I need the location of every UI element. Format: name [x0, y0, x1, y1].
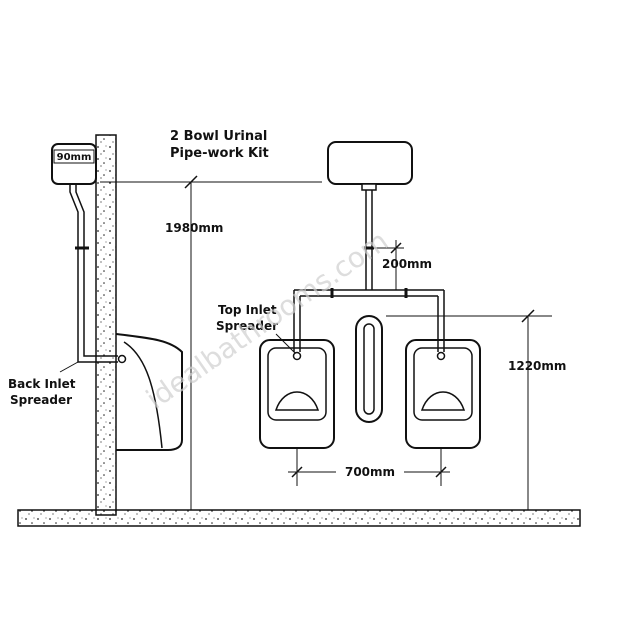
wall: [95, 134, 117, 516]
diagram-title-line1: 2 Bowl Urinal: [170, 129, 267, 144]
bowl-centres-dimension: [288, 448, 450, 486]
top-inlet-label-line2: Spreader: [216, 319, 278, 333]
right-urinal-bowl: [405, 339, 481, 449]
side-urinal-bowl: [115, 333, 183, 451]
top-inlet-leader: [275, 333, 296, 354]
cistern-depth-label: 90mm: [57, 152, 92, 163]
back-inlet-label-line1: Back Inlet: [8, 377, 76, 391]
spreader-height-dimension: [386, 309, 552, 510]
floor-slab: [17, 509, 581, 527]
front-cistern: [327, 141, 413, 191]
bowl-centres-label: 700mm: [345, 465, 395, 479]
cistern-depth-dimension: 90mm: [53, 149, 95, 164]
top-inlet-label-line1: Top Inlet: [218, 303, 277, 317]
spreader-height-label: 1220mm: [508, 359, 566, 373]
cistern-height-label: 1980mm: [165, 221, 223, 235]
diagram-title-line2: Pipe-work Kit: [170, 146, 269, 161]
back-inlet-leader: [59, 361, 79, 373]
left-urinal-bowl: [259, 339, 335, 449]
side-flush-pipe: [69, 184, 127, 364]
pipe-drop-dimension: [372, 240, 404, 290]
back-inlet-label-line2: Spreader: [10, 393, 72, 407]
pipe-drop-label: 200mm: [382, 257, 432, 271]
cistern-height-dimension: [100, 175, 322, 510]
urinal-divider: [355, 315, 383, 423]
